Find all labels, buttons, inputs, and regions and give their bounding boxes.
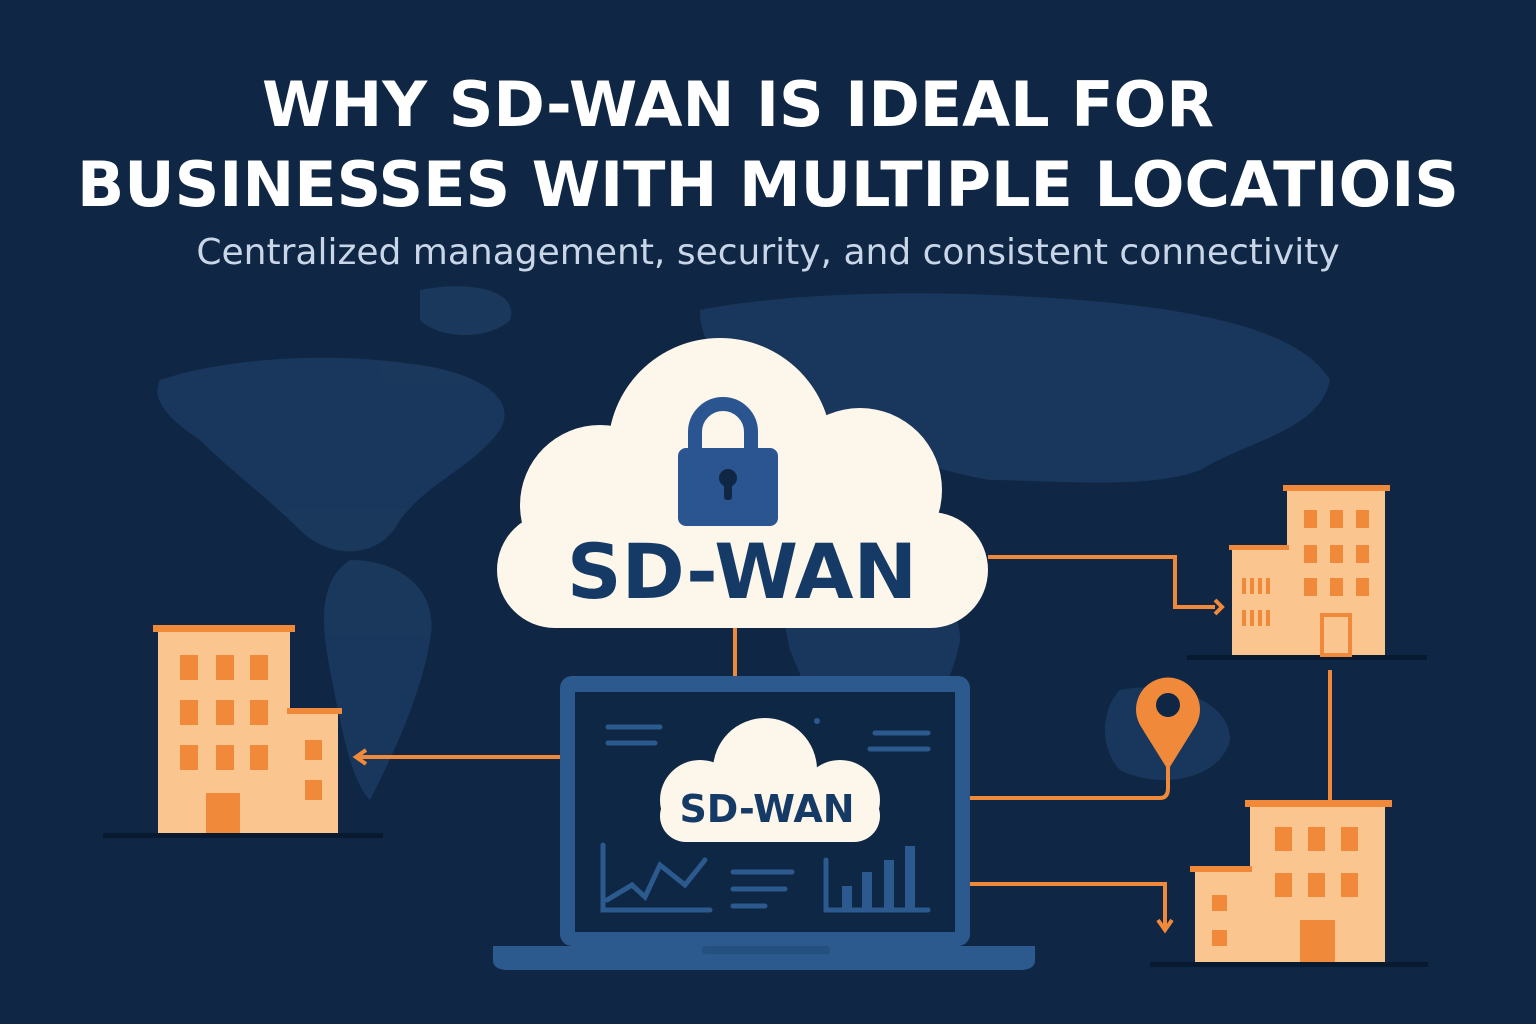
laptop: SD-WAN <box>493 676 1035 970</box>
subtitle: Centralized management, security, and co… <box>196 232 1340 273</box>
laptop-cloud-label: SD-WAN <box>679 787 854 831</box>
location-pin-icon <box>1136 677 1200 770</box>
building-bottom-right <box>1150 800 1428 967</box>
laptop-cloud <box>660 718 880 842</box>
building-left <box>103 625 383 838</box>
lock-icon <box>678 397 778 526</box>
cloud-label: SD-WAN <box>567 527 917 616</box>
title-line-2: BUSINESSES WITH MULTIPLE LOCATIOIS <box>77 148 1459 221</box>
connection-lines <box>352 555 1332 934</box>
sd-wan-cloud: SD-WAN <box>497 338 988 628</box>
building-top-right <box>1187 485 1427 660</box>
title-line-1: WHY SD-WAN IS IDEAL FOR <box>261 68 1215 141</box>
